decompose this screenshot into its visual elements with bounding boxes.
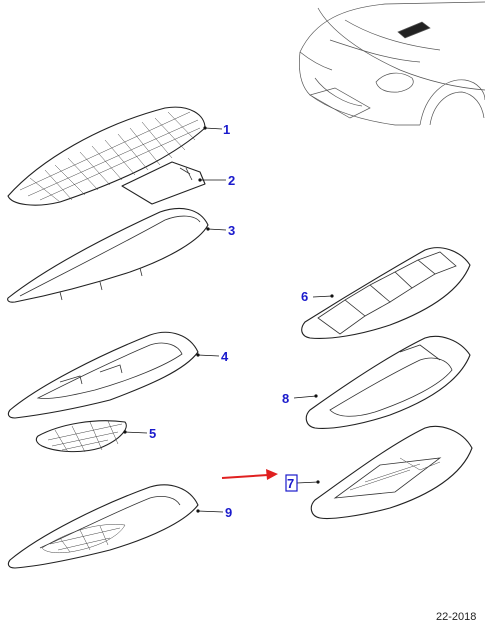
leader-lines: [123, 126, 334, 513]
callout-labels: 1 2 3 4 5 6 7 8 9: [149, 122, 308, 520]
callout-1[interactable]: 1: [223, 122, 230, 137]
part-2-pad: [121, 161, 206, 205]
callout-9[interactable]: 9: [225, 505, 232, 520]
part-5-small-mesh: [35, 420, 127, 453]
part-9-vent-assembly: [7, 484, 199, 569]
callout-8[interactable]: 8: [282, 391, 289, 406]
part-6-louvered-vent: [301, 247, 471, 339]
callout-6[interactable]: 6: [301, 289, 308, 304]
red-pointer-arrow: [221, 469, 278, 480]
part-1-mesh-grille: [7, 106, 206, 206]
part-7-base-plate: [310, 425, 473, 520]
car-reference-illustration: [298, 1, 485, 126]
callout-4[interactable]: 4: [221, 349, 229, 364]
callout-7-highlight-box: [285, 474, 298, 492]
callout-2[interactable]: 2: [228, 173, 235, 188]
callout-3[interactable]: 3: [228, 223, 235, 238]
diagram-reference-code: 22-2018: [436, 611, 476, 623]
part-3-vent-housing: [7, 208, 209, 303]
callout-7[interactable]: 7: [287, 476, 294, 491]
callout-5[interactable]: 5: [149, 426, 156, 441]
part-8-inner-frame: [305, 335, 471, 429]
part-4-frame: [7, 331, 199, 419]
